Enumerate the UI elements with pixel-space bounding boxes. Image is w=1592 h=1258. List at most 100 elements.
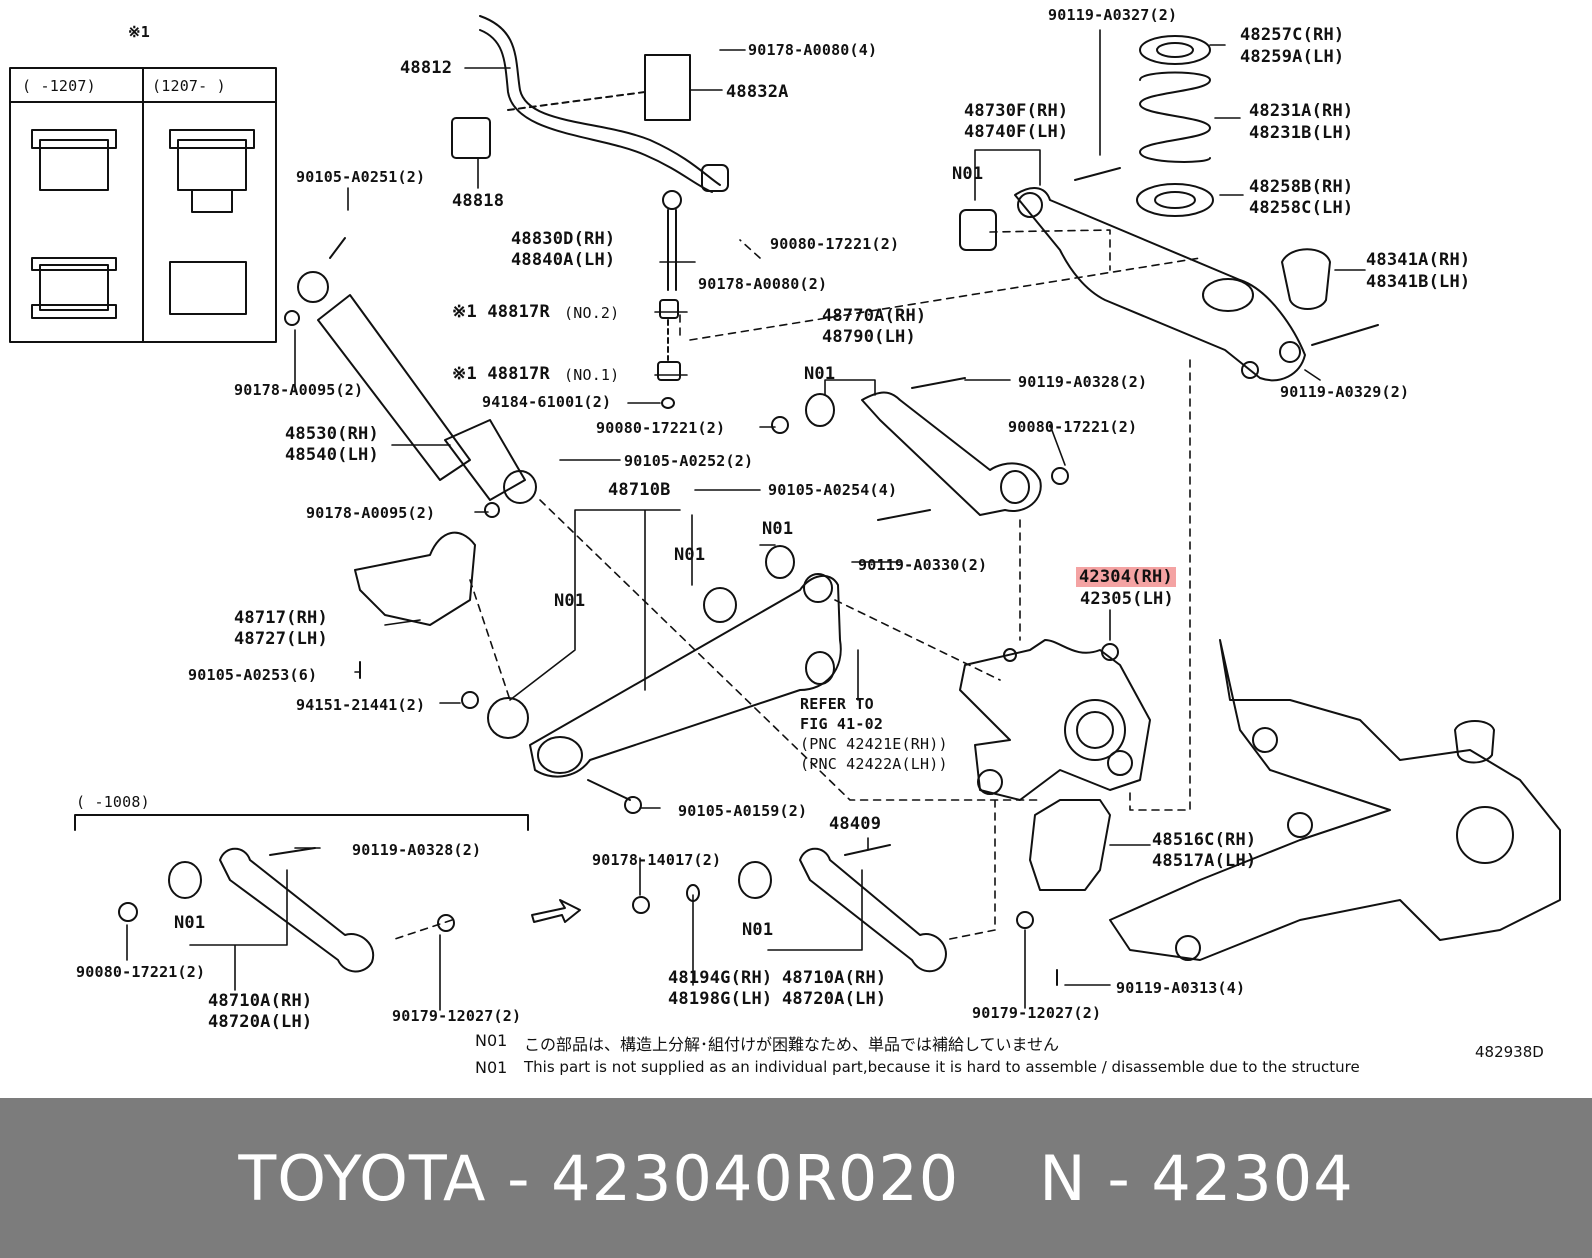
label-48817r-no1-suffix: (NO.1) — [564, 366, 620, 384]
label-90105-a0252[interactable]: 90105-A0252(2) — [624, 452, 754, 470]
label-48818[interactable]: 48818 — [452, 191, 505, 211]
pnc-number: N - 42304 — [1039, 1141, 1354, 1215]
assembly-lines — [391, 229, 1201, 941]
label-48817r-no1[interactable]: ※1 48817R — [452, 364, 550, 384]
brand-part-number: TOYOTA - 423040R020 — [238, 1141, 960, 1215]
bracket-48717 — [354, 531, 476, 679]
label-90080-17221-a[interactable]: 90080-17221(2) — [770, 235, 900, 253]
refer-line3: (PNC 42421E(RH)) — [800, 735, 948, 753]
label-90119-a0328-a[interactable]: 90119-A0328(2) — [1018, 373, 1148, 391]
label-90178-14017[interactable]: 90178-14017(2) — [592, 851, 722, 869]
refer-line2: FIG 41-02 — [800, 715, 884, 733]
label-48259a[interactable]: 48259A(LH) — [1240, 47, 1345, 67]
refer-line1: REFER TO — [800, 695, 874, 713]
label-48740f[interactable]: 48740F(LH) — [964, 122, 1069, 142]
label-48840a[interactable]: 48840A(LH) — [511, 250, 616, 270]
label-48710a-right[interactable]: 48710A(RH) — [782, 968, 887, 988]
note-n01-jp-text: この部品は、構造上分解･組付けが困難なため、単品では補給していません — [524, 1035, 1060, 1054]
label-90179-12027-left[interactable]: 90179-12027(2) — [392, 1007, 522, 1025]
label-48720a-right[interactable]: 48720A(LH) — [782, 989, 887, 1009]
label-94151-21441[interactable]: 94151-21441(2) — [296, 696, 426, 714]
label-90080-17221-d[interactable]: 90080-17221(2) — [76, 963, 206, 981]
label-48790[interactable]: 48790(LH) — [822, 327, 916, 347]
label-48717[interactable]: 48717(RH) — [234, 608, 328, 628]
highlight-42304: 42304(RH) — [1076, 567, 1176, 587]
label-48710b[interactable]: 48710B — [608, 480, 671, 500]
bushing-inset-table — [9, 67, 277, 343]
label-90080-17221-b[interactable]: 90080-17221(2) — [596, 419, 726, 437]
label-48516c[interactable]: 48516C(RH) — [1152, 830, 1257, 850]
n01-label-g: N01 — [174, 913, 206, 933]
n01-label-c: N01 — [762, 519, 794, 539]
label-48198g[interactable]: 48198G(LH) — [668, 989, 773, 1009]
n01-label-e: N01 — [952, 164, 984, 184]
label-48231b[interactable]: 48231B(LH) — [1249, 123, 1354, 143]
label-90105-a0254[interactable]: 90105-A0254(4) — [768, 481, 898, 499]
label-90178-a0080-b[interactable]: 90178-A0080(2) — [698, 275, 828, 293]
label-48727[interactable]: 48727(LH) — [234, 629, 328, 649]
lower-arm-48710a-left — [74, 814, 581, 973]
label-48720a-left[interactable]: 48720A(LH) — [208, 1012, 313, 1032]
ref-mark: ※1 — [128, 23, 150, 41]
label-42305[interactable]: 42305(LH) — [1080, 589, 1174, 609]
stabilizer-bar — [451, 15, 729, 193]
rear-knuckle — [959, 639, 1151, 801]
label-90119-a0328-b[interactable]: 90119-A0328(2) — [352, 841, 482, 859]
label-90119-a0330[interactable]: 90119-A0330(2) — [858, 556, 988, 574]
label-42304-highlighted[interactable]: 42304(RH) — [1076, 567, 1176, 587]
lower-arm-assembly — [461, 545, 842, 814]
inset-col1-range: ( -1207) — [22, 77, 96, 95]
note-n01-en-tag: N01 — [475, 1058, 508, 1077]
note-n01-en-text: This part is not supplied as an individu… — [524, 1058, 1360, 1076]
refer-line4: (PNC 42422A(LH)) — [800, 755, 948, 773]
coil-spring — [1074, 35, 1379, 346]
label-48830d[interactable]: 48830D(RH) — [511, 229, 616, 249]
parts-diagram: ※1 ( -1207) (1207- ) 48812 90178-A0080(4… — [9, 6, 1561, 1077]
label-48409[interactable]: 48409 — [829, 814, 882, 834]
label-90105-a0159[interactable]: 90105-A0159(2) — [678, 802, 808, 820]
label-90179-12027-right[interactable]: 90179-12027(2) — [972, 1004, 1102, 1022]
assembled-view — [1109, 639, 1561, 961]
label-48530[interactable]: 48530(RH) — [285, 424, 379, 444]
n01-label-d: N01 — [804, 364, 836, 384]
label-48770a[interactable]: 48770A(RH) — [822, 306, 927, 326]
label-90178-a0095-b[interactable]: 90178-A0095(2) — [306, 504, 436, 522]
label-94184-61001[interactable]: 94184-61001(2) — [482, 393, 612, 411]
label-48517a[interactable]: 48517A(LH) — [1152, 851, 1257, 871]
label-90080-17221-c[interactable]: 90080-17221(2) — [1008, 418, 1138, 436]
label-90119-a0327[interactable]: 90119-A0327(2) — [1048, 6, 1178, 24]
stabilizer-link — [657, 190, 682, 409]
label-48231a[interactable]: 48231A(RH) — [1249, 101, 1354, 121]
leader-lines — [126, 29, 1366, 1011]
n01-label-b: N01 — [674, 545, 706, 565]
n01-label-a: N01 — [554, 591, 586, 611]
label-48812[interactable]: 48812 — [400, 58, 453, 78]
bracket-48516c — [1029, 799, 1111, 891]
label-48258c[interactable]: 48258C(LH) — [1249, 198, 1354, 218]
shock-absorber — [284, 237, 537, 518]
lower-spring-arm — [959, 187, 1306, 382]
range-1008: ( -1008) — [76, 793, 150, 811]
label-90105-a0251[interactable]: 90105-A0251(2) — [296, 168, 426, 186]
label-48341b[interactable]: 48341B(LH) — [1366, 272, 1471, 292]
label-48540[interactable]: 48540(LH) — [285, 445, 379, 465]
label-90105-a0253[interactable]: 90105-A0253(6) — [188, 666, 318, 684]
n01-label-f: N01 — [742, 920, 774, 940]
diagram-lineart — [9, 15, 1561, 1011]
label-48710a-left[interactable]: 48710A(RH) — [208, 991, 313, 1011]
diagram-id: 482938D — [1475, 1043, 1544, 1061]
label-48341a[interactable]: 48341A(RH) — [1366, 250, 1471, 270]
label-48194g[interactable]: 48194G(RH) — [668, 968, 773, 988]
label-48730f[interactable]: 48730F(RH) — [964, 101, 1069, 121]
label-48258b[interactable]: 48258B(RH) — [1249, 177, 1354, 197]
label-90178-a0095-a[interactable]: 90178-A0095(2) — [234, 381, 364, 399]
label-90178-a0080[interactable]: 90178-A0080(4) — [748, 41, 878, 59]
upper-control-arm — [771, 377, 1069, 521]
label-48832a[interactable]: 48832A — [726, 82, 789, 102]
label-48817r-no2-suffix: (NO.2) — [564, 304, 620, 322]
label-90119-a0329[interactable]: 90119-A0329(2) — [1280, 383, 1410, 401]
inset-col2-range: (1207- ) — [152, 77, 226, 95]
label-90119-a0313[interactable]: 90119-A0313(4) — [1116, 979, 1246, 997]
label-48817r-no2[interactable]: ※1 48817R — [452, 302, 550, 322]
label-48257c[interactable]: 48257C(RH) — [1240, 25, 1345, 45]
